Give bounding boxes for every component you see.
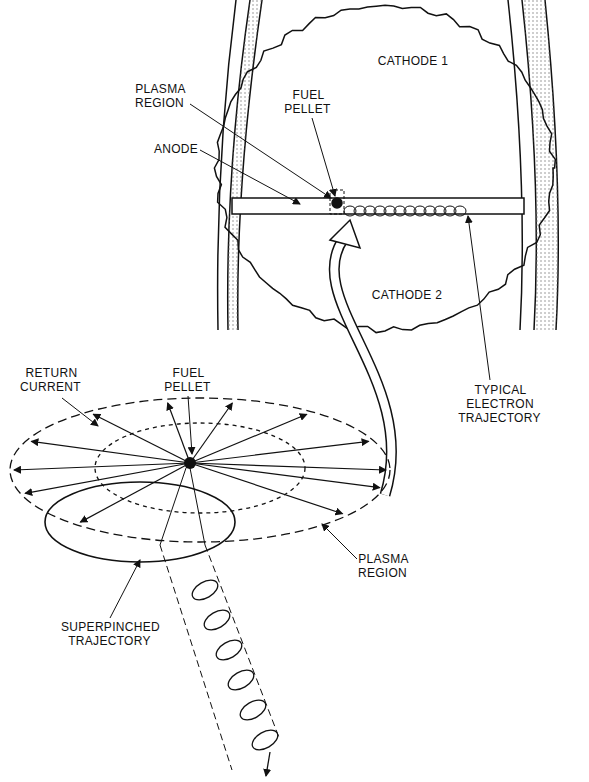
part-label: FUEL PELLET (158, 366, 218, 394)
leader-line (62, 104, 490, 618)
label-text: FUEL PELLET (284, 88, 332, 116)
label-text: CATHODE 2 (371, 288, 444, 302)
superpinched-cone (160, 468, 280, 770)
current-arrow (190, 463, 343, 514)
label-text: TYPICAL ELECTRON TRAJECTORY (458, 383, 542, 425)
part-label: SUPERPINCHED TRAJECTORY (50, 620, 170, 648)
helix-loop (237, 696, 269, 724)
helix-loop (201, 606, 233, 634)
part-label: CATHODE 2 (362, 288, 452, 302)
fuel-pellet (184, 457, 196, 469)
label-text: RETURN CURRENT (20, 366, 82, 394)
helix-loop (213, 636, 245, 664)
label-text: PLASMA REGION (357, 552, 409, 580)
current-arrow (93, 414, 190, 463)
helix-loop (189, 576, 221, 604)
current-arrow (14, 463, 190, 470)
label-text: ANODE (153, 142, 199, 156)
current-arrow (80, 463, 190, 522)
part-label: PLASMA REGION (350, 552, 416, 580)
part-label: RETURN CURRENT (18, 366, 84, 394)
part-label: CATHODE 1 (368, 54, 458, 68)
part-label: TYPICAL ELECTRON TRAJECTORY (450, 383, 550, 425)
superpinched-trajectory (189, 576, 281, 776)
trajectory-loop (454, 206, 466, 216)
current-arrow (190, 463, 380, 488)
label-text: PLASMA REGION (134, 82, 186, 110)
inset-outline (214, 5, 555, 332)
label-text: SUPERPINCHED TRAJECTORY (60, 620, 160, 648)
current-arrow (25, 463, 190, 493)
part-label: FUEL PELLET (280, 88, 336, 116)
helix-loop (225, 666, 257, 694)
label-text: CATHODE 1 (377, 54, 450, 68)
current-arrow (31, 441, 190, 463)
helix-loop (249, 726, 281, 754)
part-label: PLASMA REGION (128, 82, 192, 110)
inset-view (214, 5, 555, 332)
return-current (14, 403, 386, 522)
part-label: ANODE (150, 142, 202, 156)
callout-arrow (330, 220, 391, 495)
anode-bar (232, 190, 524, 214)
helix-tail (266, 752, 270, 776)
plasma-region (10, 398, 390, 562)
electron-trajectory (344, 206, 466, 216)
current-arrow (190, 403, 232, 463)
label-text: FUEL PELLET (164, 366, 212, 394)
